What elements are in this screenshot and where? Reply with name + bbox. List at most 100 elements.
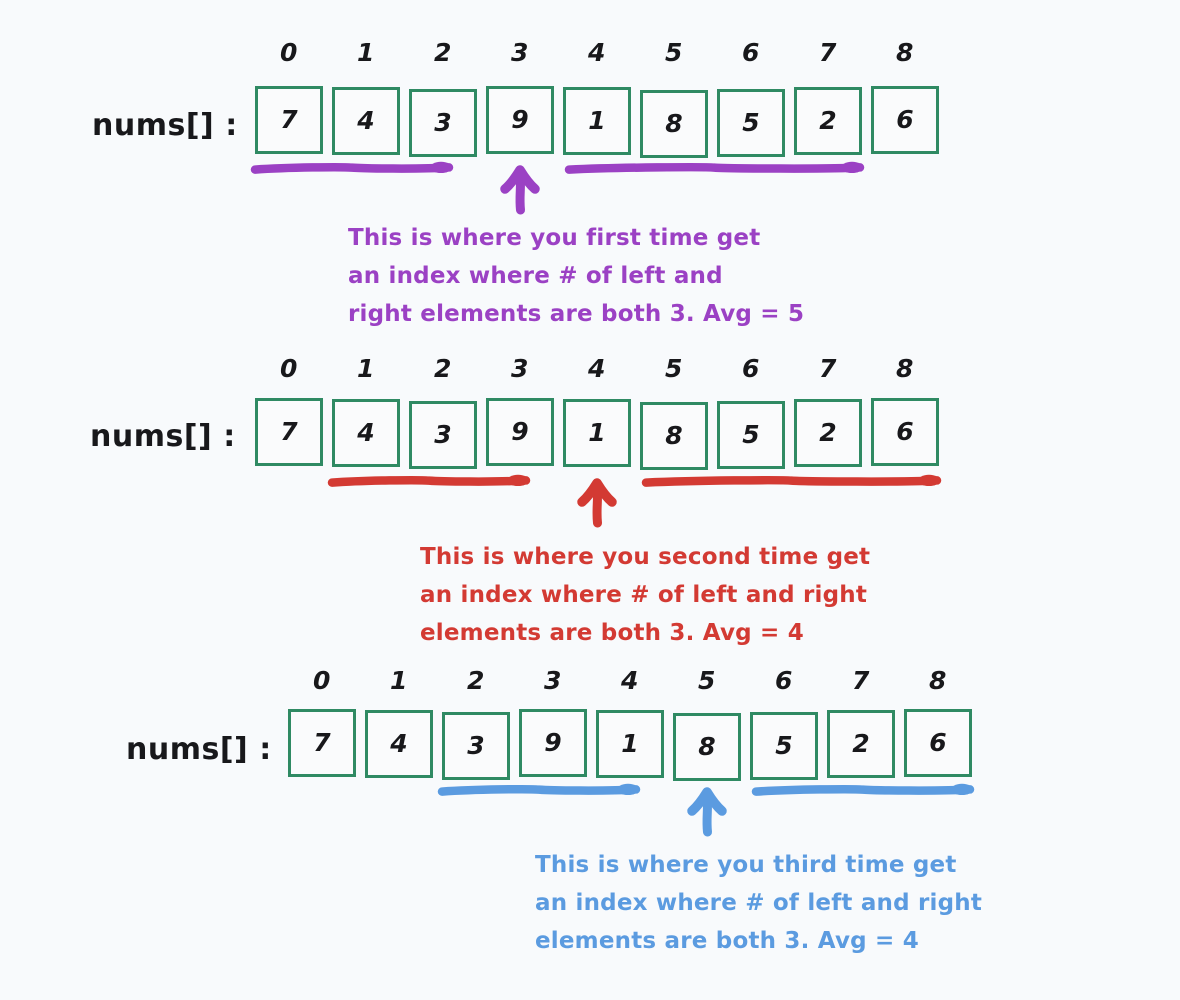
- index-label-4: 4: [588, 38, 606, 67]
- index-label-4: 4: [621, 666, 639, 695]
- array-cell: 2: [827, 710, 895, 778]
- index-label-2: 2: [434, 354, 452, 383]
- index-label-3: 3: [511, 354, 529, 383]
- array-cell: 3: [409, 401, 477, 469]
- array-cell-value: 8: [665, 109, 683, 138]
- index-label-8: 8: [896, 38, 914, 67]
- index-label-6: 6: [742, 354, 760, 383]
- nums-label-2: nums[] :: [90, 419, 236, 454]
- array-cell-value: 9: [511, 105, 529, 134]
- array-cell-value: 7: [280, 417, 298, 446]
- array-cell-value: 7: [280, 105, 298, 134]
- annotation-line: an index where # of left and right: [420, 582, 868, 608]
- array-cell: 8: [640, 402, 708, 470]
- array-cell: 7: [255, 398, 323, 466]
- index-label-5: 5: [665, 354, 683, 383]
- right-span-underline-first: [564, 161, 865, 174]
- pivot-arrow-second: [577, 478, 617, 528]
- index-label-7: 7: [852, 666, 870, 695]
- annotation-second: This is where you second time get an inde…: [420, 538, 870, 652]
- index-label-1: 1: [357, 38, 375, 67]
- index-label-7: 7: [819, 38, 837, 67]
- array-cell: 7: [255, 86, 323, 154]
- annotation-line: This is where you second time get: [420, 544, 871, 570]
- index-label-5: 5: [665, 38, 683, 67]
- array-cell: 6: [871, 86, 939, 154]
- array-cell: 9: [519, 709, 587, 777]
- array-cell: 8: [673, 713, 741, 781]
- index-label-7: 7: [819, 354, 837, 383]
- index-label-6: 6: [775, 666, 793, 695]
- annotation-line: an index where # of left and: [348, 263, 723, 289]
- array-cell: 2: [794, 399, 862, 467]
- nums-label-3: nums[] :: [126, 732, 272, 767]
- array-cell-value: 9: [544, 728, 562, 757]
- annotation-first: This is where you first time get an index…: [348, 219, 804, 333]
- array-cell: 1: [596, 710, 664, 778]
- array-cell-value: 2: [852, 729, 870, 758]
- array-cell-value: 5: [742, 108, 760, 137]
- array-cell-value: 1: [588, 418, 606, 447]
- index-label-8: 8: [929, 666, 947, 695]
- array-cell-value: 1: [588, 106, 606, 135]
- pivot-arrow-first: [500, 165, 540, 215]
- array-cell: 8: [640, 90, 708, 158]
- annotation-line: This is where you first time get: [348, 225, 761, 251]
- array-row-3: 7 4 3 9 1 8 5 2 6: [0, 709, 1180, 781]
- array-row-1: 7 4 3 9 1 8 5 2 6: [0, 86, 1180, 158]
- index-label-2: 2: [467, 666, 485, 695]
- array-cell: 4: [365, 710, 433, 778]
- array-cell-value: 3: [434, 108, 452, 137]
- left-span-underline-third: [437, 783, 641, 796]
- array-cell: 9: [486, 86, 554, 154]
- array-cell-value: 8: [698, 732, 716, 761]
- annotation-line: an index where # of left and right: [535, 890, 983, 916]
- annotation-third: This is where you third time get an index…: [535, 846, 982, 960]
- left-span-underline-second: [327, 474, 531, 487]
- array-cell-value: 4: [357, 418, 375, 447]
- array-cell: 1: [563, 399, 631, 467]
- right-span-underline-second: [641, 474, 942, 487]
- annotation-line: right elements are both 3. Avg = 5: [348, 301, 805, 327]
- array-cell-value: 1: [621, 729, 639, 758]
- array-cell-value: 9: [511, 417, 529, 446]
- array-cell-value: 8: [665, 421, 683, 450]
- array-cell: 6: [871, 398, 939, 466]
- index-label-3: 3: [544, 666, 562, 695]
- array-cell: 9: [486, 398, 554, 466]
- index-label-3: 3: [511, 38, 529, 67]
- annotation-line: This is where you third time get: [535, 852, 957, 878]
- array-cell-value: 2: [819, 106, 837, 135]
- index-label-0: 0: [313, 666, 331, 695]
- annotation-line: elements are both 3. Avg = 4: [535, 928, 919, 954]
- array-cell: 2: [794, 87, 862, 155]
- array-cell-value: 4: [390, 729, 408, 758]
- array-cell: 5: [717, 89, 785, 157]
- array-cell: 4: [332, 87, 400, 155]
- right-span-underline-third: [751, 783, 975, 796]
- array-cell-value: 6: [896, 105, 914, 134]
- array-cell: 5: [750, 712, 818, 780]
- index-label-6: 6: [742, 38, 760, 67]
- index-label-2: 2: [434, 38, 452, 67]
- array-cell-value: 6: [929, 728, 947, 757]
- array-cell-value: 3: [467, 731, 485, 760]
- array-cell-value: 7: [313, 728, 331, 757]
- left-span-underline-first: [250, 161, 454, 174]
- array-cell-value: 6: [896, 417, 914, 446]
- array-cell: 3: [409, 89, 477, 157]
- array-cell: 4: [332, 399, 400, 467]
- array-cell: 7: [288, 709, 356, 777]
- array-cell: 3: [442, 712, 510, 780]
- array-cell-value: 2: [819, 418, 837, 447]
- index-label-1: 1: [357, 354, 375, 383]
- index-label-8: 8: [896, 354, 914, 383]
- index-label-5: 5: [698, 666, 716, 695]
- array-cell-value: 3: [434, 420, 452, 449]
- array-cell: 6: [904, 709, 972, 777]
- index-label-0: 0: [280, 354, 298, 383]
- index-label-4: 4: [588, 354, 606, 383]
